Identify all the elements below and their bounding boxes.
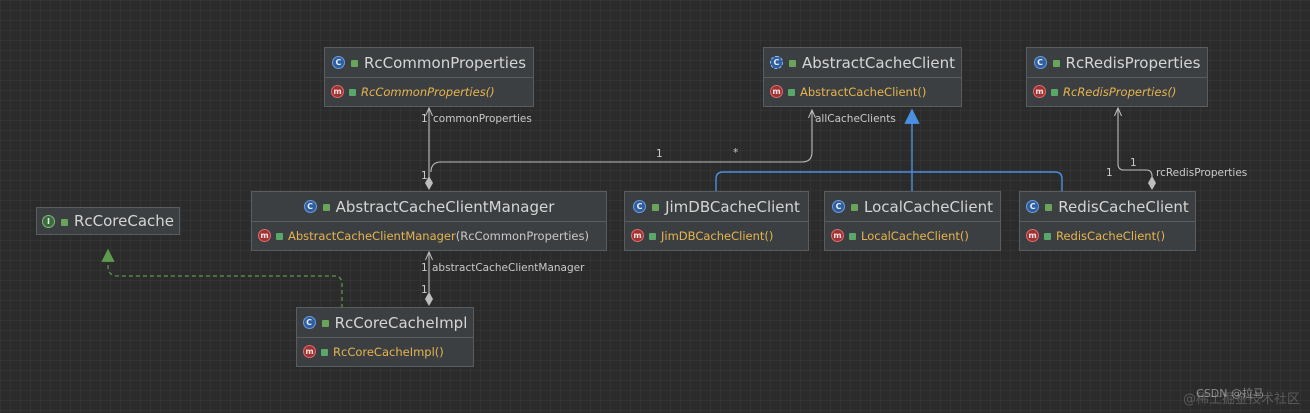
class-name: RcCoreCacheImpl — [334, 313, 468, 332]
visibility-icon — [788, 60, 796, 67]
class-icon: C — [633, 200, 647, 213]
class-name: JimDBCacheClient — [665, 197, 800, 216]
method-icon: m — [331, 85, 344, 98]
class-name: RcRedisProperties — [1065, 53, 1201, 72]
visibility-icon — [851, 204, 859, 211]
visibility-icon — [322, 204, 330, 211]
class-icon: C — [302, 316, 316, 329]
edge-redis-extends-abstract — [912, 171, 1063, 191]
class-name: LocalCacheClient — [864, 197, 993, 216]
method-name: RcCoreCacheImpl() — [333, 344, 444, 359]
class-rc-core-cache-impl[interactable]: C RcCoreCacheImpl m RcCoreCacheImpl() — [296, 307, 474, 367]
interface-icon: I — [41, 214, 55, 228]
multiplicity-label: * — [733, 147, 739, 159]
role-label-all-cache-clients: allCacheClients — [815, 113, 896, 125]
class-name: AbstractCacheClient — [801, 53, 956, 72]
class-icon: C — [1033, 56, 1047, 69]
method-icon: m — [1026, 229, 1039, 242]
method-name: RedisCacheClient() — [1056, 228, 1166, 243]
method-icon: m — [303, 345, 316, 358]
visibility-icon — [652, 204, 660, 211]
class-icon: C — [303, 200, 317, 213]
composition-diamond-icon — [425, 292, 433, 306]
visibility-icon — [1045, 204, 1053, 211]
class-abstract-cache-client-manager[interactable]: C AbstractCacheClientManager m AbstractC… — [251, 191, 607, 251]
watermark-csdn: CSDN @拉马 — [1196, 387, 1264, 400]
visibility-icon — [649, 233, 656, 240]
edge-redis-rc-redis-properties — [1118, 108, 1153, 178]
method-name: RcCommonProperties() — [361, 84, 495, 99]
multiplicity-label: 1 — [421, 284, 428, 296]
class-name: RedisCacheClient — [1058, 197, 1189, 216]
class-jimdb-cache-client[interactable]: C JimDBCacheClient m JimDBCacheClient() — [624, 191, 809, 251]
visibility-icon — [849, 233, 856, 240]
method-icon: m — [770, 85, 783, 98]
class-local-cache-client[interactable]: C LocalCacheClient m LocalCacheClient() — [824, 191, 1001, 251]
method-icon: m — [258, 229, 271, 242]
method-name: AbstractCacheClient() — [800, 84, 927, 99]
role-label-rc-redis-properties: rcRedisProperties — [1156, 167, 1248, 179]
class-abstract-cache-client[interactable]: C AbstractCacheClient m AbstractCacheCli… — [763, 47, 962, 107]
method-icon: m — [1033, 85, 1046, 98]
interface-name: RcCoreCache — [73, 212, 175, 230]
class-redis-cache-client[interactable]: C RedisCacheClient m RedisCacheClient() — [1019, 191, 1196, 251]
composition-diamond-icon — [425, 176, 433, 190]
method-name: RcRedisProperties() — [1063, 84, 1177, 99]
class-rc-common-properties[interactable]: C RcCommonProperties m RcCommonPropertie… — [324, 47, 534, 107]
role-label-common-properties: commonProperties — [433, 113, 532, 125]
visibility-icon — [788, 89, 795, 96]
method-name: JimDBCacheClient() — [661, 228, 774, 243]
class-icon: C — [832, 200, 846, 213]
edge-impl-implements-interface — [101, 248, 343, 308]
visibility-icon — [1051, 89, 1058, 96]
class-name: AbstractCacheClientManager — [335, 197, 555, 216]
method-icon: m — [631, 229, 644, 242]
visibility-icon — [349, 89, 356, 96]
multiplicity-label: 1 — [421, 170, 428, 182]
method-params: (RcCommonProperties) — [455, 228, 589, 243]
class-rc-redis-properties[interactable]: C RcRedisProperties m RcRedisProperties(… — [1026, 47, 1208, 107]
interface-rc-core-cache[interactable]: I RcCoreCache — [36, 207, 180, 235]
multiplicity-label: 1 — [1130, 157, 1137, 169]
visibility-icon — [1052, 60, 1060, 67]
method-name: AbstractCacheClientManager — [288, 228, 456, 243]
visibility-icon — [321, 349, 328, 356]
visibility-icon — [321, 320, 329, 327]
visibility-icon — [60, 218, 68, 226]
class-name: RcCommonProperties — [363, 53, 527, 72]
edge-manager-all-cache-clients — [430, 110, 812, 173]
multiplicity-label: 1 — [1106, 167, 1113, 179]
class-icon: C — [1026, 200, 1040, 213]
multiplicity-label: 1 — [421, 113, 428, 125]
method-icon: m — [831, 229, 844, 242]
edge-jimdb-extends-abstract — [715, 171, 912, 191]
visibility-icon — [276, 233, 283, 240]
watermark-juejin: @稀土掘金技术社区 — [1182, 392, 1300, 407]
multiplicity-label: 1 — [421, 262, 428, 274]
composition-diamond-icon — [1148, 176, 1156, 190]
class-icon: C — [331, 56, 345, 69]
multiplicity-label: 1 — [656, 148, 663, 160]
role-label-abstract-cache-client-manager: abstractCacheClientManager — [432, 262, 585, 274]
visibility-icon — [350, 60, 358, 67]
method-name: LocalCacheClient() — [861, 228, 969, 243]
abstract-class-icon: C — [769, 56, 783, 69]
visibility-icon — [1044, 233, 1051, 240]
